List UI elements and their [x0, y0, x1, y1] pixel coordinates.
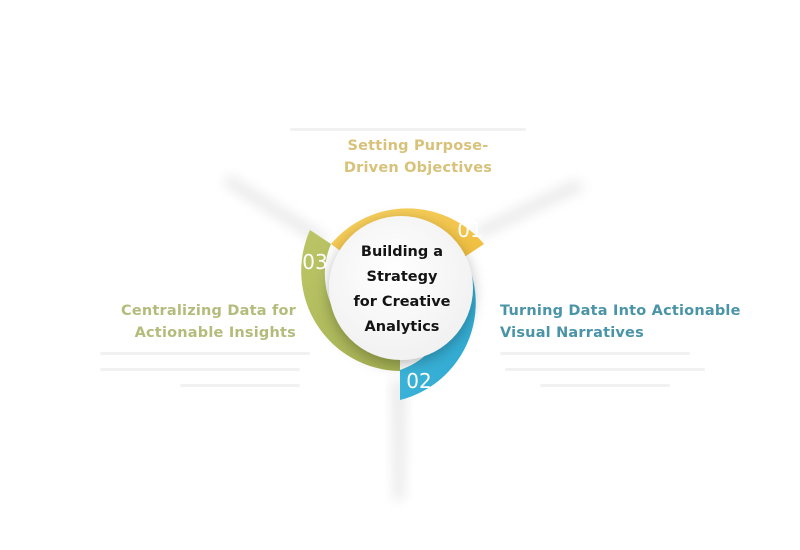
step-title-01: Setting Purpose- Driven Objectives: [300, 135, 536, 179]
segment-01: [331, 208, 484, 258]
divider-spokes: [222, 175, 586, 500]
faint-line: [180, 384, 300, 387]
faint-line: [505, 368, 705, 371]
step-number-03: 03: [302, 250, 327, 274]
center-line: for Creative: [353, 294, 450, 310]
divider-spoke-bottom: [392, 380, 406, 500]
center-line: Strategy: [367, 269, 438, 285]
step-title-line: Visual Narratives: [500, 325, 644, 341]
step-title-line: Centralizing Data for: [121, 303, 296, 319]
step-number-02: 02: [406, 369, 431, 393]
step-title-03: Centralizing Data for Actionable Insight…: [60, 300, 296, 344]
faint-line: [540, 384, 670, 387]
center-circle: [329, 216, 473, 360]
faint-line: [290, 128, 526, 131]
step-title-line: Turning Data Into Actionable: [500, 303, 741, 319]
step-title-line: Setting Purpose-: [347, 138, 489, 154]
step-title-line: Actionable Insights: [134, 325, 296, 341]
step-title-line: Driven Objectives: [343, 160, 493, 176]
center-line: Analytics: [365, 319, 440, 335]
segment-03: [301, 230, 400, 371]
faint-line: [100, 352, 310, 355]
divider-spoke-upper-left: [222, 175, 330, 244]
step-title-02: Turning Data Into Actionable Visual Narr…: [500, 300, 770, 344]
center-title: Building a Strategy for Creative Analyti…: [353, 244, 450, 335]
center-line: Building a: [361, 244, 443, 260]
faint-line: [100, 368, 300, 371]
step-number-01: 01: [457, 218, 482, 242]
divider-spoke-upper-right: [472, 180, 586, 238]
faint-line: [500, 352, 690, 355]
